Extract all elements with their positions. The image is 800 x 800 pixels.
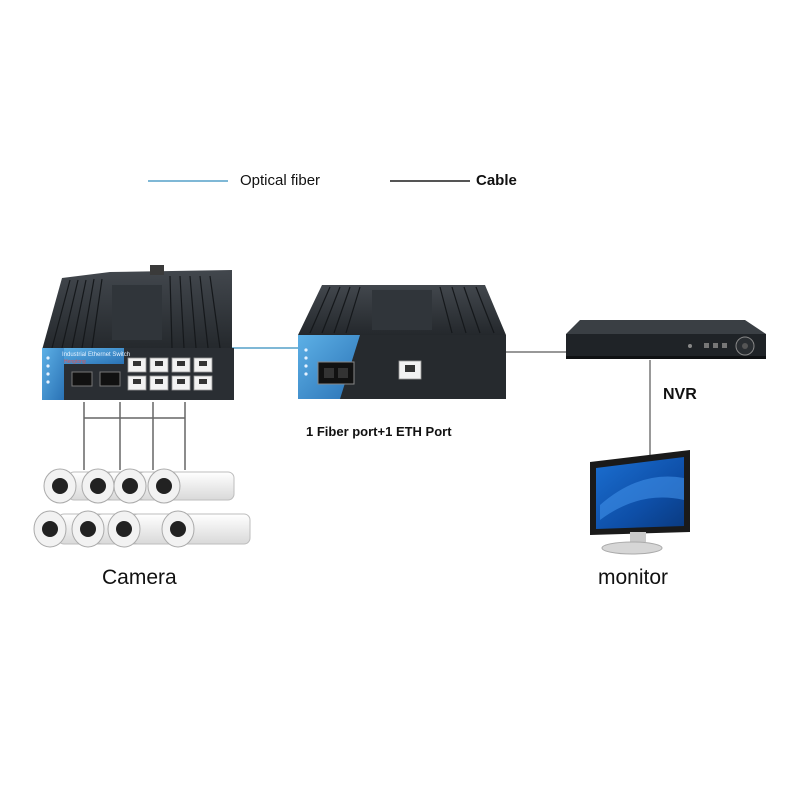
converter-label: 1 Fiber port+1 ETH Port (306, 424, 452, 439)
nvr-label: NVR (663, 386, 697, 403)
camera-cables (83, 402, 186, 470)
camera-4 (147, 468, 235, 504)
camera-label: Camera (102, 566, 177, 589)
switch-title: Industrial Ethernet Switch (62, 352, 131, 358)
camera-group (33, 468, 251, 548)
camera-8 (161, 510, 251, 548)
monitor-label: monitor (598, 566, 669, 589)
industrial-switch (42, 265, 234, 400)
media-converter (298, 285, 506, 399)
switch-brand: Hengtong (64, 359, 86, 365)
legend-cable-label: Cable (476, 172, 517, 189)
legend-fiber-label: Optical fiber (240, 172, 321, 189)
monitor-device (590, 450, 690, 555)
nvr-device (566, 320, 766, 359)
